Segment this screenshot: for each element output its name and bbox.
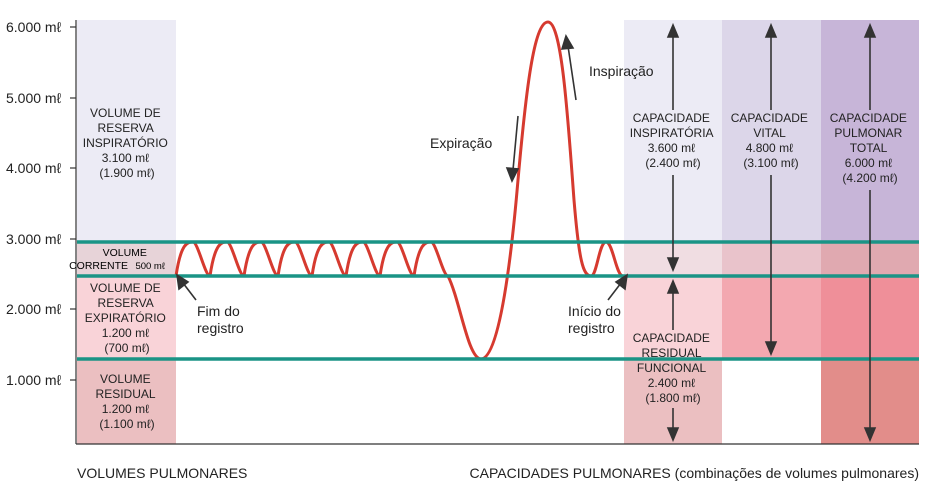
tidal-volume-label: VOLUME CORRENTE 500 mℓ — [69, 243, 166, 273]
volumes-footer: VOLUMES PULMONARES — [77, 465, 247, 481]
axis-frame — [70, 20, 919, 445]
start-of-recording-label: Início do registro — [568, 303, 625, 336]
y-label-2000: 2.000 mℓ — [6, 301, 62, 317]
y-axis-labels: 6.000 mℓ 5.000 mℓ 4.000 mℓ 3.000 mℓ 2.00… — [6, 19, 62, 388]
rv-label: VOLUME RESIDUAL 1.200 mℓ (1.100 mℓ) — [96, 372, 159, 431]
y-label-1000: 1.000 mℓ — [6, 372, 62, 388]
frc-label: CAPACIDADE RESIDUAL FUNCIONAL 2.400 mℓ (… — [633, 331, 713, 405]
capacity-arrows — [666, 22, 877, 443]
erv-block — [77, 276, 176, 359]
y-label-3000: 3.000 mℓ — [6, 231, 62, 247]
y-label-6000: 6.000 mℓ — [6, 19, 62, 35]
y-label-4000: 4.000 mℓ — [6, 160, 62, 176]
tlc-label: CAPACIDADE PULMONAR TOTAL 6.000 mℓ (4.20… — [830, 111, 910, 185]
vc-label: CAPACIDADE VITAL 4.800 mℓ (3.100 mℓ) — [731, 111, 811, 170]
erv-label: VOLUME DE RESERVA EXPIRATÓRIO 1.200 mℓ (… — [85, 281, 169, 355]
inspiration-label: Inspiração — [589, 63, 654, 79]
rv-block — [77, 359, 176, 444]
y-label-5000: 5.000 mℓ — [6, 90, 62, 106]
ic-label: CAPACIDADE INSPIRATÓRIA 3.600 mℓ (2.400 … — [630, 111, 716, 170]
tv-block — [77, 242, 176, 276]
irv-label: VOLUME DE RESERVA INSPIRATÓRIO 3.100 mℓ … — [83, 106, 171, 180]
irv-block — [77, 20, 176, 242]
capacities-footer: CAPACIDADES PULMONARES (combinações de v… — [470, 465, 919, 481]
end-of-recording-label: Fim do registro — [197, 303, 244, 336]
annotation-arrows — [175, 34, 629, 301]
expiration-label: Expiração — [430, 135, 492, 151]
reference-lines — [77, 240, 919, 361]
background-blocks — [77, 20, 919, 444]
